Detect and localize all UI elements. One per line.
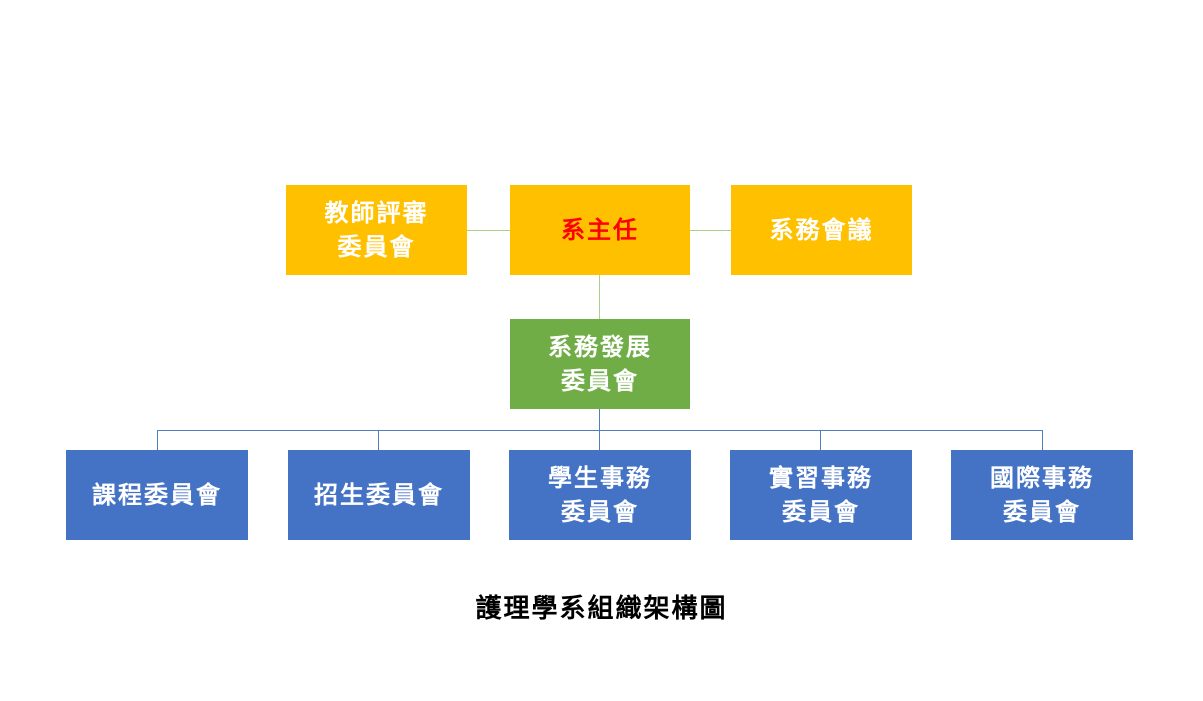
box-line: 系務發展 [548, 332, 652, 361]
connector-middle-down [599, 409, 600, 430]
box-line: 學生事務 [548, 463, 652, 492]
department-affairs-meeting-box: 系務會議 [731, 185, 912, 275]
connector-drop-1 [157, 430, 158, 450]
connector-drop-4 [820, 430, 821, 450]
box-line: 委員會 [337, 232, 416, 261]
chart-title: 護理學系組織架構圖 [475, 594, 728, 624]
curriculum-committee-box: 課程委員會 [66, 450, 248, 540]
connector-head-to-middle [599, 275, 600, 319]
box-line: 實習事務 [769, 463, 873, 492]
admissions-committee-box: 招生委員會 [288, 450, 470, 540]
development-committee-box: 系務發展 委員會 [510, 319, 690, 409]
connector-drop-5 [1042, 430, 1043, 450]
box-line: 委員會 [561, 497, 639, 526]
box-line: 委員會 [782, 497, 860, 526]
department-head-box: 系主任 [510, 185, 690, 275]
connector-right [690, 230, 731, 231]
connector-drop-2 [378, 430, 379, 450]
box-line: 系主任 [561, 215, 639, 244]
box-line: 委員會 [561, 366, 639, 395]
student-affairs-committee-box: 學生事務 委員會 [509, 450, 691, 540]
box-line: 系務會議 [769, 215, 874, 244]
box-line: 委員會 [1003, 497, 1081, 526]
connector-horizontal-bus [157, 430, 1043, 431]
box-line: 招生委員會 [314, 480, 444, 509]
box-line: 教師評審 [324, 198, 429, 227]
international-affairs-committee-box: 國際事務 委員會 [951, 450, 1133, 540]
connector-left [467, 230, 510, 231]
box-line: 課程委員會 [92, 480, 222, 509]
faculty-review-committee-box: 教師評審 委員會 [286, 185, 467, 275]
connector-drop-3 [599, 430, 600, 450]
internship-affairs-committee-box: 實習事務 委員會 [730, 450, 912, 540]
box-line: 國際事務 [990, 463, 1094, 492]
